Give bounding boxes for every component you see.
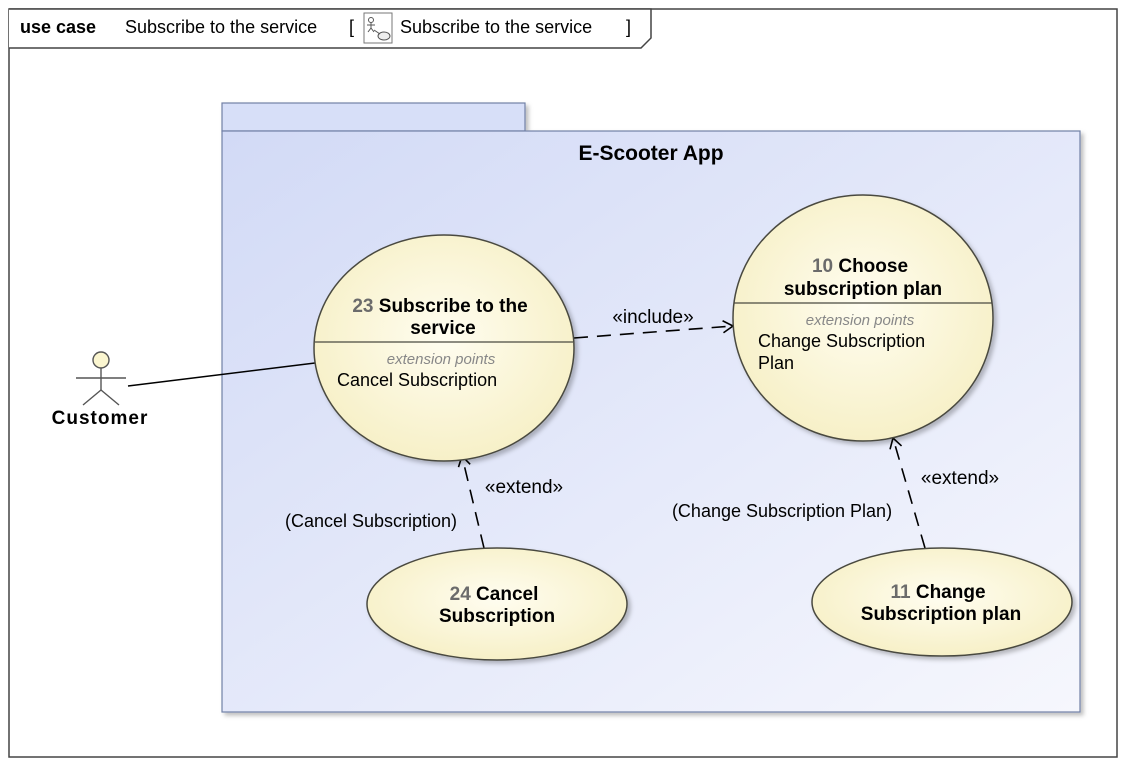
frame-diagram-ref: Subscribe to the service <box>400 17 592 37</box>
include-dependency <box>573 320 735 339</box>
use-case-choose-ext-header: extension points <box>806 312 915 329</box>
include-label: «include» <box>612 307 693 328</box>
actor-label: Customer <box>52 408 149 429</box>
use-case-subscribe[interactable]: 23 Subscribe to the service extension po… <box>313 234 575 462</box>
use-case-choose-ext-point-line1: Change Subscription <box>758 331 925 351</box>
frame-keyword: use case <box>20 17 96 37</box>
use-case-choose-title: 10 Choose <box>812 256 908 277</box>
use-case-change-plan[interactable]: 11 Change Subscription plan <box>811 547 1073 657</box>
use-case-change-title-line2: Subscription plan <box>861 604 1021 625</box>
use-case-choose-title-line2: subscription plan <box>784 279 942 300</box>
use-case-cancel-subscription[interactable]: 24 Cancel Subscription <box>366 547 628 661</box>
association-customer-subscribe <box>127 362 316 387</box>
use-case-choose-plan[interactable]: 10 Choose subscription plan extension po… <box>732 194 994 442</box>
frame-close-bracket: ] <box>626 17 631 37</box>
extend-condition-cancel: (Cancel Subscription) <box>285 511 457 531</box>
use-case-cancel-title: 24 Cancel <box>450 584 539 605</box>
use-case-subscribe-title: 23 Subscribe to the <box>352 296 527 317</box>
use-case-cancel-title-line2: Subscription <box>439 606 555 627</box>
actor-customer[interactable]: Customer <box>52 351 149 429</box>
use-case-subscribe-title-line2: service <box>410 318 476 339</box>
extend-dependency-change <box>889 436 926 549</box>
extend-label-change: «extend» <box>921 468 999 489</box>
use-case-subscribe-ext-header: extension points <box>387 351 496 368</box>
extend-label-cancel: «extend» <box>485 477 563 498</box>
actor-stick-figure-icon <box>76 351 126 406</box>
extend-condition-change: (Change Subscription Plan) <box>672 501 892 521</box>
extend-dependency-cancel <box>457 454 485 549</box>
frame-open-bracket: [ <box>349 17 354 37</box>
use-case-change-title: 11 Change <box>890 582 985 603</box>
frame-name: Subscribe to the service <box>125 17 317 37</box>
package-name: E-Scooter App <box>578 142 723 165</box>
use-case-diagram-icon <box>363 12 393 44</box>
use-case-choose-ext-point-line2: Plan <box>758 353 794 373</box>
use-case-subscribe-ext-point: Cancel Subscription <box>337 370 497 390</box>
